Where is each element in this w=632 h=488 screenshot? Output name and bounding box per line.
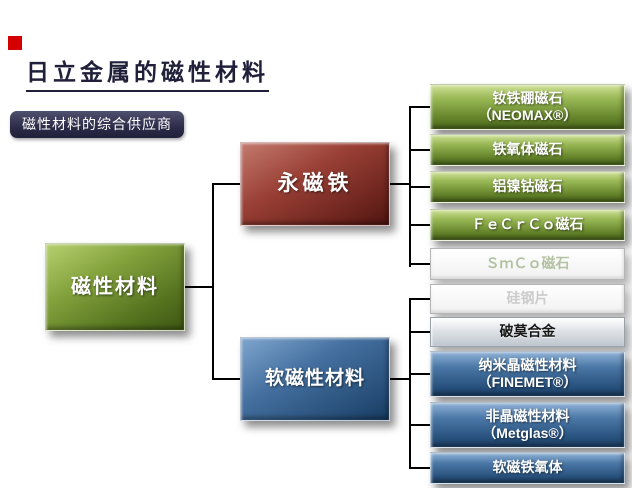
root-node-magnetic-materials: 磁性材料 bbox=[45, 243, 185, 331]
connector-line bbox=[411, 373, 430, 375]
connector-line bbox=[411, 331, 430, 333]
connector-line bbox=[212, 183, 214, 380]
root-node-label: 磁性材料 bbox=[71, 275, 159, 298]
leaf-alnico-magnet: 铝镍钴磁石 bbox=[430, 171, 625, 203]
page-title: 日立金属的磁性材料 bbox=[26, 53, 269, 92]
leaf-permalloy: 破莫合金 bbox=[430, 317, 625, 347]
leaf-smco-magnet-label: ＳｍＣｏ磁石 bbox=[485, 255, 570, 272]
branch-permanent-magnet-label: 永磁铁 bbox=[277, 171, 353, 195]
connector-line bbox=[411, 263, 430, 265]
connector-line bbox=[411, 467, 430, 469]
connector-line bbox=[411, 186, 430, 188]
branch-soft-magnetic-label: 软磁性材料 bbox=[264, 368, 365, 390]
connector-line bbox=[411, 424, 430, 426]
connector-line bbox=[214, 378, 240, 380]
leaf-ndfeb-neomax: 钕铁硼磁石 （NEOMAX®） bbox=[430, 84, 625, 130]
connector-line bbox=[411, 224, 430, 226]
connector-line bbox=[409, 106, 411, 267]
branch-permanent-magnet: 永磁铁 bbox=[240, 142, 390, 226]
leaf-silicon-steel: 硅钢片 bbox=[430, 284, 625, 314]
connector-line bbox=[390, 378, 409, 380]
supplier-badge: 磁性材料的综合供应商 bbox=[10, 111, 184, 138]
leaf-nanocrystalline-finemet: 纳米晶磁性材料 （FINEMET®） bbox=[430, 351, 625, 397]
connector-line bbox=[411, 149, 430, 151]
leaf-amorphous-metglas-label: 非晶磁性材料 （Metglas®） bbox=[482, 407, 573, 442]
leaf-silicon-steel-label: 硅钢片 bbox=[506, 290, 549, 307]
leaf-soft-ferrite-label: 软磁铁氧体 bbox=[492, 459, 563, 476]
branch-soft-magnetic: 软磁性材料 bbox=[240, 337, 390, 421]
connector-line bbox=[411, 106, 430, 108]
connector-line bbox=[411, 298, 430, 300]
leaf-alnico-magnet-label: 铝镍钴磁石 bbox=[492, 178, 563, 195]
leaf-ndfeb-neomax-label: 钕铁硼磁石 （NEOMAX®） bbox=[477, 89, 578, 124]
leaf-fecrco-magnet-label: ＦｅＣｒＣｏ磁石 bbox=[471, 216, 584, 233]
connector-line bbox=[409, 298, 411, 469]
leaf-permalloy-label: 破莫合金 bbox=[499, 323, 556, 340]
leaf-nanocrystalline-finemet-label: 纳米晶磁性材料 （FINEMET®） bbox=[477, 356, 578, 391]
leaf-smco-magnet: ＳｍＣｏ磁石 bbox=[430, 248, 625, 280]
leaf-amorphous-metglas: 非晶磁性材料 （Metglas®） bbox=[430, 402, 625, 448]
leaf-ferrite-magnet-label: 铁氧体磁石 bbox=[492, 141, 563, 158]
leaf-ferrite-magnet: 铁氧体磁石 bbox=[430, 134, 625, 166]
connector-line bbox=[390, 183, 409, 185]
leaf-soft-ferrite: 软磁铁氧体 bbox=[430, 452, 625, 484]
connector-line bbox=[185, 286, 212, 288]
leaf-fecrco-magnet: ＦｅＣｒＣｏ磁石 bbox=[430, 209, 625, 241]
connector-line bbox=[214, 183, 240, 185]
red-square-marker bbox=[8, 36, 22, 50]
